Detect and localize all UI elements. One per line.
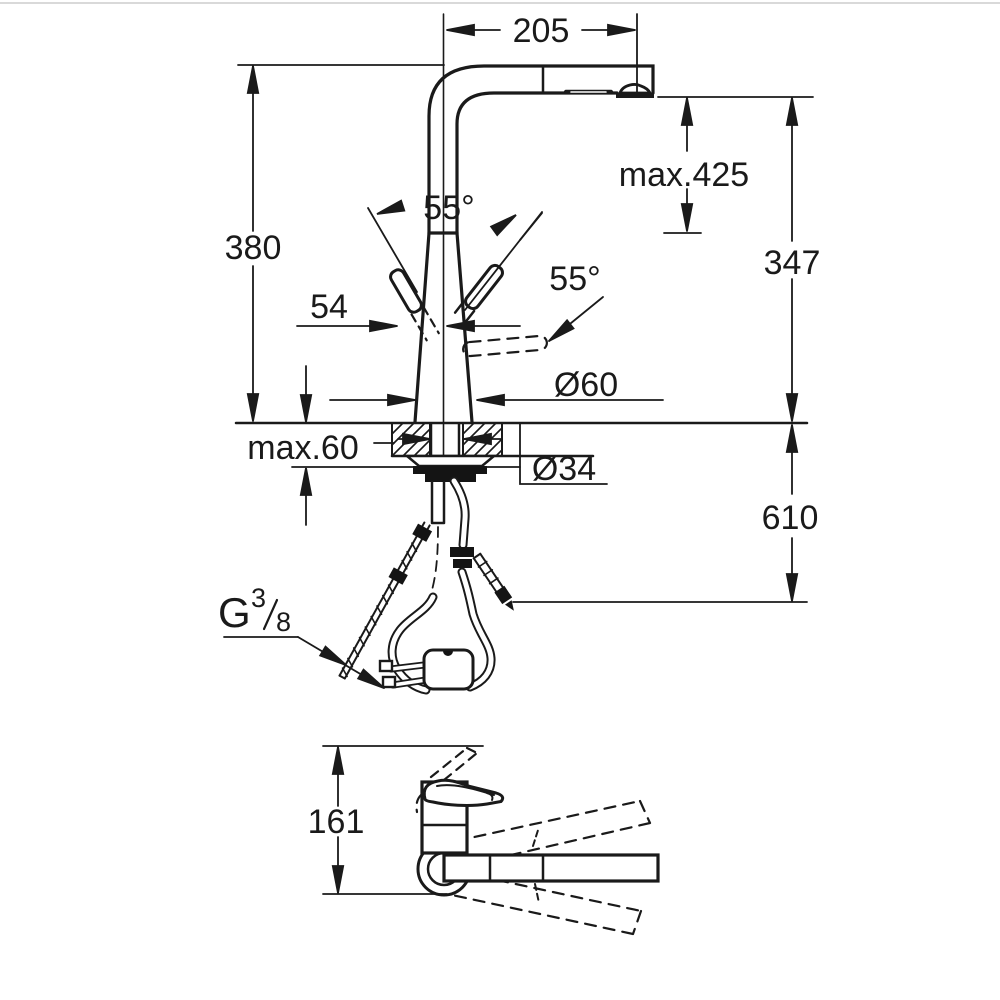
dimension-610 xyxy=(512,424,808,603)
angle-dimension-right xyxy=(544,296,604,346)
elevation-view xyxy=(223,13,814,695)
aerator-dome xyxy=(618,83,653,95)
label-thread-g38: G 3 8 xyxy=(218,583,291,637)
label-height-total: 380 xyxy=(225,229,282,267)
dimension-labels: 205 max.425 380 347 54 55° 55° Ø60 max.6… xyxy=(218,12,820,841)
dimension-205 xyxy=(446,13,638,96)
hose-weight xyxy=(422,648,475,691)
thread-denominator: 8 xyxy=(276,607,291,637)
swivel-range-dashed xyxy=(450,799,652,936)
thread-numerator: 3 xyxy=(251,583,266,613)
angle-dimension-left xyxy=(367,199,543,311)
dimension-max425 xyxy=(657,96,814,234)
label-hose-depth: 610 xyxy=(762,499,819,537)
pullout-hose-dashed-path xyxy=(429,526,439,598)
wall-plug-screw xyxy=(472,552,514,611)
hose-end-fitting xyxy=(381,675,397,689)
hose-end-fitting xyxy=(378,659,394,673)
mounting-flange xyxy=(403,454,498,525)
label-height-spout: 347 xyxy=(764,244,821,282)
label-angle-right: 55° xyxy=(549,260,600,298)
label-height-max: max.425 xyxy=(619,156,749,194)
lever-down-dashed-position xyxy=(462,334,548,358)
dimension-d34 xyxy=(397,423,608,485)
thread-letter: G xyxy=(218,589,251,636)
label-base-diameter: Ø60 xyxy=(554,366,618,404)
supply-hoses xyxy=(378,476,496,695)
spray-head xyxy=(563,83,654,98)
label-deck-max: max.60 xyxy=(247,429,359,467)
lever-up-left-position xyxy=(389,268,440,342)
label-lever-offset: 54 xyxy=(310,288,348,326)
mounting-stud xyxy=(338,521,433,680)
lever-plan xyxy=(422,778,505,807)
dimension-d60 xyxy=(329,393,664,407)
dimension-380 xyxy=(237,64,445,422)
dimension-347 xyxy=(785,97,799,422)
dimension-54 xyxy=(296,319,521,333)
label-hole-diameter: Ø34 xyxy=(532,450,596,488)
plan-view xyxy=(322,745,660,936)
label-angle-left: 55° xyxy=(423,189,474,227)
dimension-161 xyxy=(322,745,484,895)
thread-callout xyxy=(223,598,388,694)
label-plan-depth: 161 xyxy=(308,803,365,841)
label-spout-reach: 205 xyxy=(513,12,570,50)
spout-plan xyxy=(442,853,660,883)
lever-plan-dashed xyxy=(415,746,479,814)
